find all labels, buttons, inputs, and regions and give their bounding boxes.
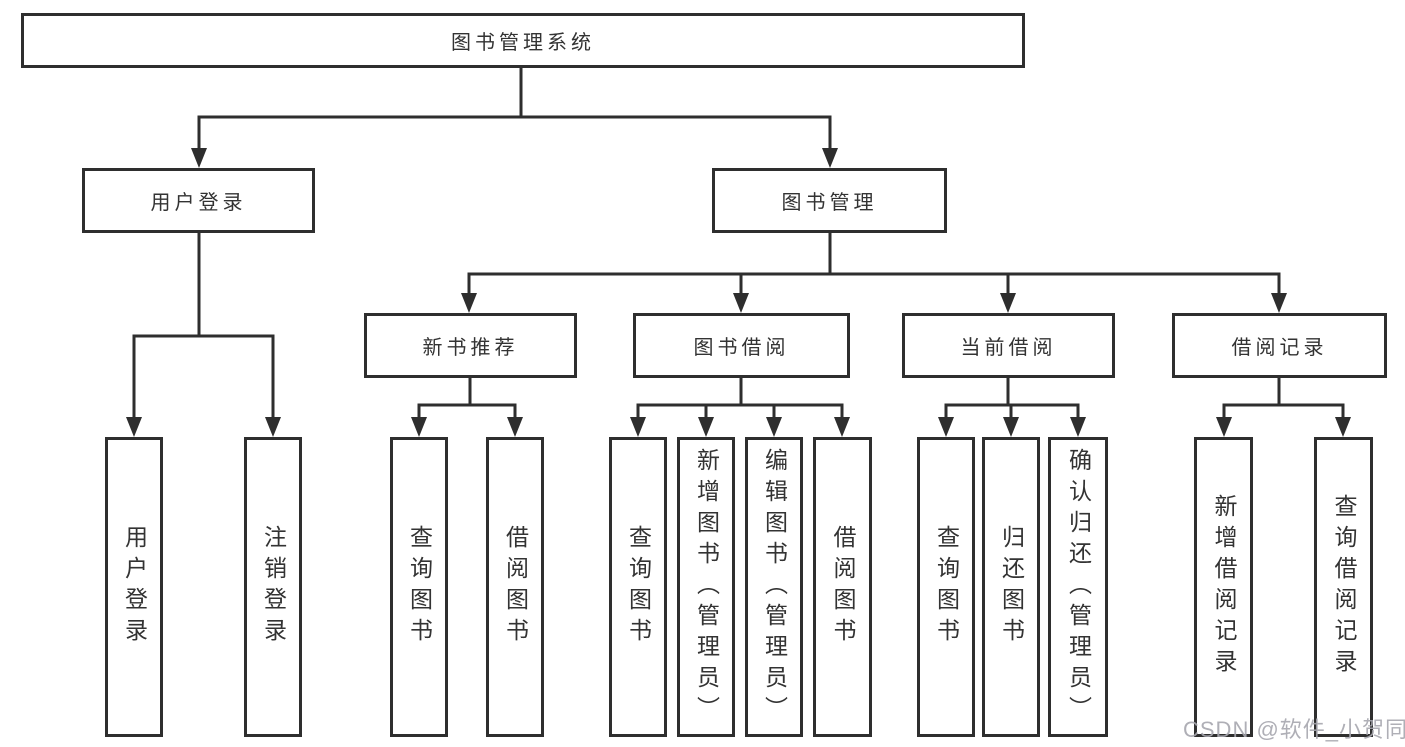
node-book-borrow-label: 图书借阅	[693, 337, 790, 359]
node-new-book-recommend-label: 新书推荐	[422, 337, 519, 359]
node-borrow-records: 借阅记录	[1172, 313, 1387, 378]
leaf-borrow-books-recommend-label: 借阅图书	[502, 525, 529, 649]
leaf-user-login: 用户登录	[105, 437, 163, 737]
leaf-return-book-label: 归还图书	[998, 525, 1025, 649]
node-user-login: 用户登录	[82, 168, 315, 233]
leaf-return-book: 归还图书	[982, 437, 1040, 737]
leaf-add-book-admin-label: 新增图书（管理员）	[693, 447, 720, 727]
leaf-confirm-return-admin-label: 确认归还（管理员）	[1065, 447, 1092, 727]
leaf-logout-label: 注销登录	[260, 525, 287, 649]
leaf-logout: 注销登录	[244, 437, 302, 737]
leaf-edit-book-admin: 编辑图书（管理员）	[745, 437, 803, 737]
leaf-query-borrow-record-label: 查询借阅记录	[1331, 494, 1357, 680]
leaf-borrow-books-borrow: 借阅图书	[813, 437, 872, 737]
leaf-borrow-books-recommend: 借阅图书	[486, 437, 544, 737]
node-new-book-recommend: 新书推荐	[364, 313, 577, 378]
node-current-borrow: 当前借阅	[902, 313, 1115, 378]
node-user-login-label: 用户登录	[150, 192, 247, 214]
leaf-query-borrow-record: 查询借阅记录	[1314, 437, 1373, 737]
node-book-borrow: 图书借阅	[633, 313, 850, 378]
leaf-query-books-current: 查询图书	[917, 437, 975, 737]
arrowheads	[126, 148, 1351, 437]
leaf-query-books-recommend-label: 查询图书	[406, 525, 433, 649]
leaf-query-books-current-label: 查询图书	[933, 525, 960, 649]
leaf-add-book-admin: 新增图书（管理员）	[677, 437, 735, 737]
node-book-management-label: 图书管理	[781, 192, 878, 214]
leaf-edit-book-admin-label: 编辑图书（管理员）	[761, 447, 788, 727]
leaf-add-borrow-record-label: 新增借阅记录	[1211, 494, 1237, 680]
leaf-add-borrow-record: 新增借阅记录	[1194, 437, 1253, 737]
node-current-borrow-label: 当前借阅	[960, 337, 1057, 359]
node-root-label: 图书管理系统	[451, 32, 595, 54]
node-borrow-records-label: 借阅记录	[1231, 337, 1328, 359]
leaf-query-books-recommend: 查询图书	[390, 437, 448, 737]
leaf-borrow-books-borrow-label: 借阅图书	[830, 525, 856, 649]
leaf-user-login-label: 用户登录	[121, 525, 148, 649]
csdn-watermark: CSDN @软件_小贺同学	[1183, 717, 1405, 742]
node-root: 图书管理系统	[21, 13, 1025, 68]
leaf-query-books-borrow: 查询图书	[609, 437, 667, 737]
leaf-query-books-borrow-label: 查询图书	[625, 525, 652, 649]
leaf-confirm-return-admin: 确认归还（管理员）	[1048, 437, 1108, 737]
node-book-management: 图书管理	[712, 168, 947, 233]
